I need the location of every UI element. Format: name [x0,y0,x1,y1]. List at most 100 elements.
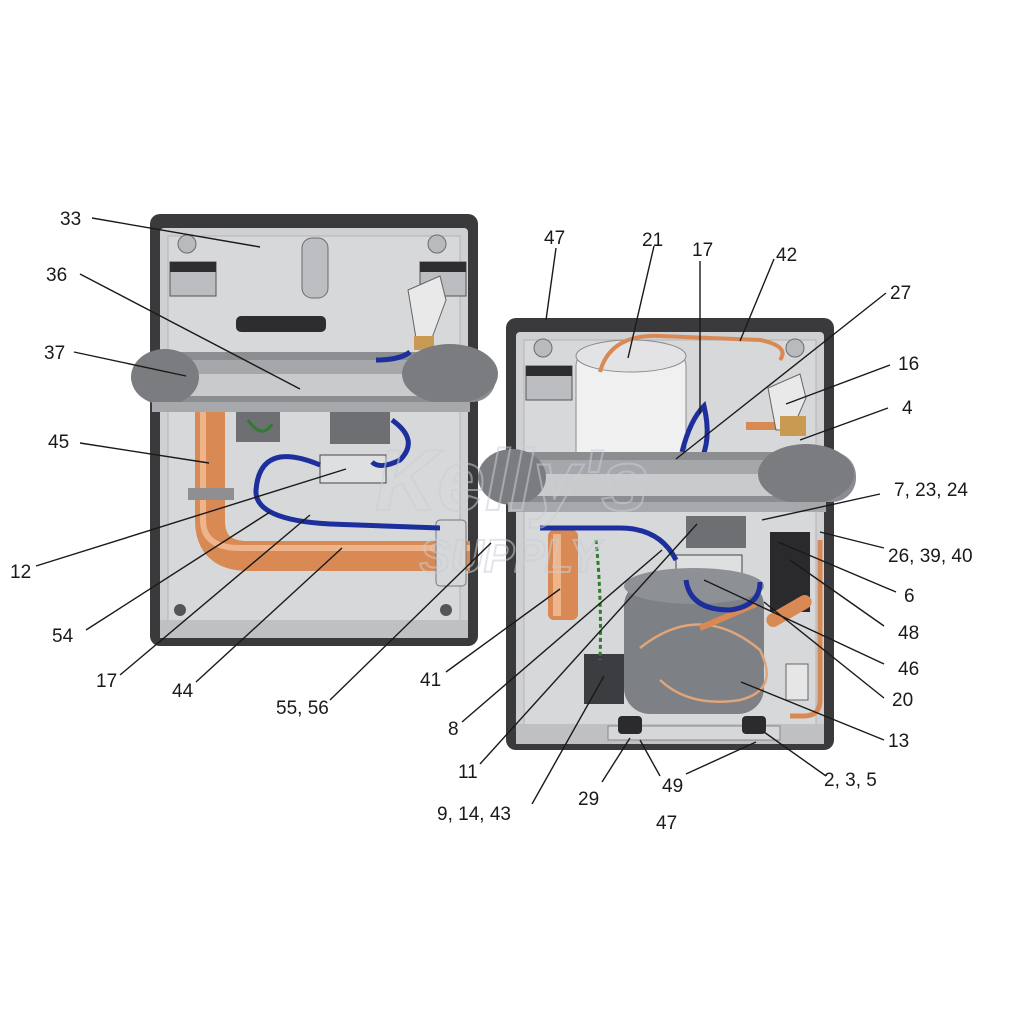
leader-44 [195,547,343,683]
callout-4: 4 [902,398,913,419]
leader-45 [79,442,210,464]
callout-47a: 47 [544,228,565,249]
foot [440,604,452,616]
brass-fitting [780,416,806,436]
leader-41 [445,588,561,673]
callout-29: 29 [578,789,599,810]
callout-45: 45 [48,432,69,453]
callout-46: 46 [898,659,919,680]
callout-6: 6 [904,586,915,607]
left-unit [131,214,498,646]
leader-9-14-43 [531,675,605,805]
callout-9-14-43: 9, 14, 43 [437,804,511,825]
callout-33: 33 [60,209,81,230]
callout-7-23-24: 7, 23, 24 [894,480,968,501]
leader-27 [675,292,887,460]
leader-8 [461,549,663,723]
control-box [686,516,746,548]
shelf [508,502,826,512]
slot [236,316,326,332]
bumper-left-end [478,449,546,505]
callout-2-3-5: 2, 3, 5 [824,770,877,791]
bumper-bar-highlight [496,460,842,476]
leader-48 [789,559,885,627]
leader-13 [740,681,885,741]
callout-36: 36 [46,265,67,286]
leader-2-3-5 [763,731,827,777]
callout-20: 20 [892,690,913,711]
leader-42 [739,258,775,342]
relay-box [785,663,809,701]
bumper-bar-center [530,474,780,496]
leader-33 [91,217,261,248]
shelf [152,402,470,412]
pipe-clamp [188,488,234,500]
bracket [170,262,216,272]
right-unit [478,318,856,750]
valve-nut [414,336,434,350]
leader-6 [777,541,897,593]
blue-wire [679,401,710,464]
bumper-bar-highlight [150,360,482,376]
bumper-left-end [131,349,199,405]
callout-16: 16 [898,354,919,375]
solenoid-box [236,412,280,442]
callout-49: 49 [662,776,683,797]
outlet-flange [435,519,467,587]
callout-37: 37 [44,343,65,364]
filter-drier [766,595,812,627]
blue-wire [370,417,411,468]
green-wire [246,419,274,433]
callout-13: 13 [888,731,909,752]
capillary-tube [639,623,768,704]
bumper-right-end [758,444,854,504]
leader-49a [639,739,661,777]
bracket [420,262,466,272]
base-plate [607,725,781,741]
leader-12 [35,468,347,567]
leader-49b [685,741,757,775]
bumper-right-end [402,344,498,404]
callout-11: 11 [458,762,478,783]
green-wire [594,539,602,661]
valve-body [407,275,447,339]
callout-54: 54 [52,626,74,647]
leader-4 [799,407,889,441]
callout-44: 44 [172,681,194,702]
leader-29 [601,737,631,783]
callout-42: 42 [776,245,797,266]
callout-26-39-40: 26, 39, 40 [888,546,973,567]
grommet [742,716,766,734]
leader-11 [479,523,698,765]
copper-tubing [598,333,785,373]
mount-hole [427,234,447,254]
leader-lines [35,217,897,805]
leader-7-23-24 [761,493,881,521]
mount-hole [533,338,553,358]
leader-54 [85,511,271,631]
callout-17a: 17 [96,671,117,692]
leader-37 [73,351,187,377]
watermark-line2: SUPPLY [420,530,605,582]
copper-pipe-highlight [200,412,470,551]
callout-47b: 47 [656,813,677,834]
switch-assembly [319,454,387,484]
copper-coupling-highlight [553,534,561,616]
copper-tubing [698,601,758,631]
compressor-terminal-box [584,654,624,704]
leader-26-39-40 [819,531,885,549]
foot [174,604,186,616]
leader-17a [119,514,311,676]
leader-46 [703,579,885,665]
leader-21 [627,245,655,359]
center-slot-plate [301,237,329,299]
callout-41: 41 [420,670,441,691]
callout-21: 21 [642,230,663,251]
callout-17b: 17 [692,240,713,261]
blue-wire [540,525,763,613]
bumper-bar-center [180,374,430,396]
callout-8: 8 [448,719,459,740]
mount-hole [177,234,197,254]
